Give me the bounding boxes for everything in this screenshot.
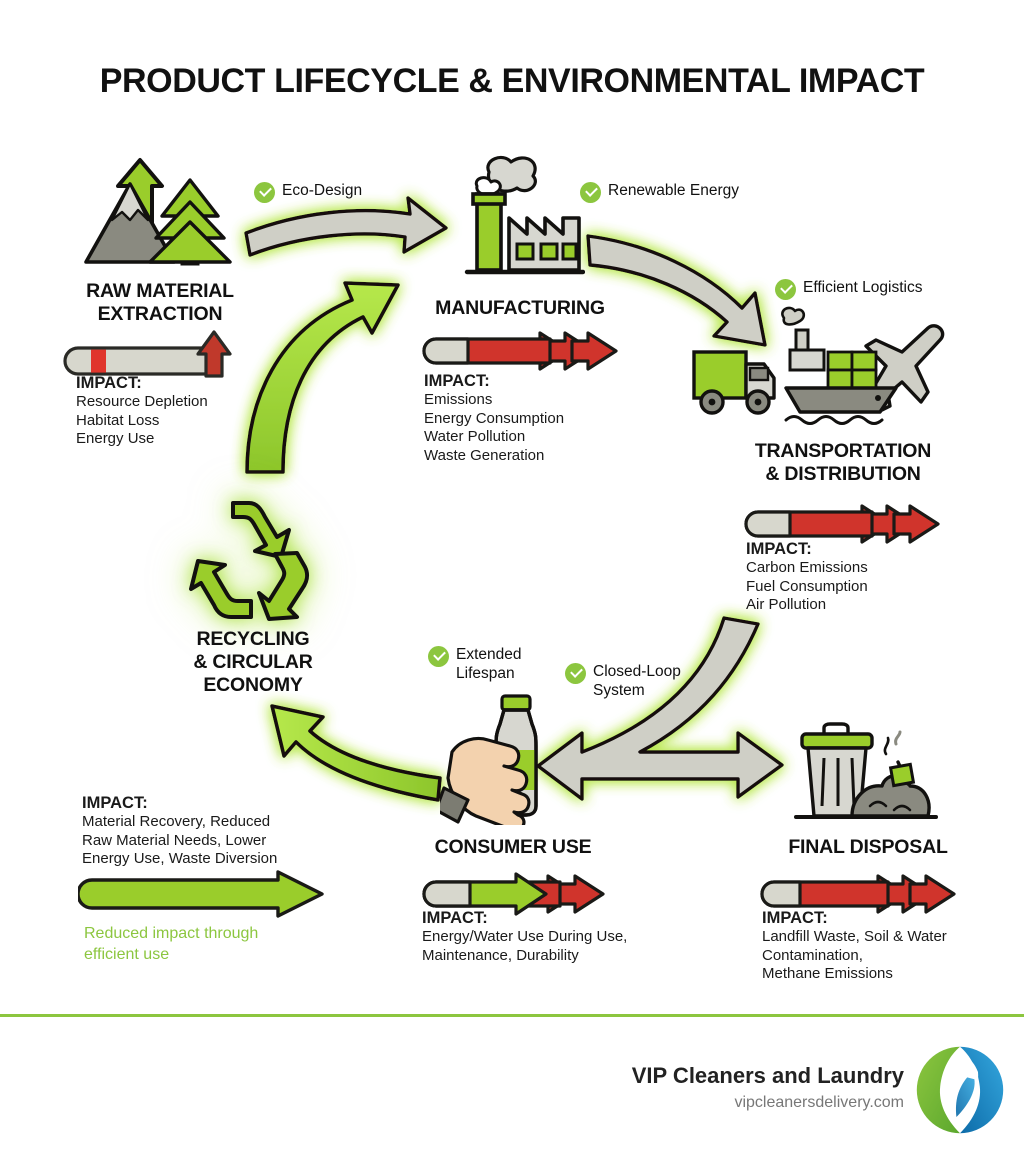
arrow-transportation-to-consumer-and-disposal: [536, 616, 784, 801]
final-disposal-icon: [794, 722, 938, 819]
impact-items: Carbon Emissions Fuel Consumption Air Po…: [746, 559, 868, 613]
impact-label: IMPACT:: [424, 372, 490, 390]
hand-icon: [440, 736, 531, 825]
benefit-eco-design[interactable]: Eco-Design: [254, 181, 362, 203]
check-circle-icon: [565, 663, 586, 684]
stage-title-manufacturing: MANUFACTURING: [435, 297, 605, 319]
check-circle-icon: [428, 646, 449, 667]
cargo-ship-icon: [784, 328, 898, 425]
impact-meter-raw-material-extraction: [63, 330, 232, 378]
check-circle-icon: [775, 279, 796, 300]
arrow-recycling-to-manufacturing: [245, 281, 400, 474]
impact-label: IMPACT:: [762, 909, 828, 927]
manufacturing-icon: [464, 156, 585, 275]
page-title: PRODUCT LIFECYCLE & ENVIRONMENTAL IMPACT: [99, 62, 925, 100]
arrow-manufacturing-to-transportation: [586, 234, 767, 347]
stage-title-raw-material-extraction: RAW MATERIAL EXTRACTION: [86, 280, 234, 325]
stage-title-consumer-use: CONSUMER USE: [434, 836, 592, 858]
impact-transportation-distribution: IMPACT: Carbon Emissions Fuel Consumptio…: [746, 539, 996, 615]
stage-title-final-disposal: FINAL DISPOSAL: [788, 836, 948, 858]
impact-items: Emissions Energy Consumption Water Pollu…: [424, 391, 565, 464]
impact-meter-final-disposal: [760, 874, 956, 914]
impact-raw-material-extraction: IMPACT: Resource Depletion Habitat Loss …: [76, 373, 306, 449]
benefit-renewable-energy[interactable]: Renewable Energy: [580, 181, 739, 203]
truck-icon: [692, 350, 776, 415]
consumer-use-icon: [440, 694, 538, 825]
impact-consumer-use: IMPACT: Energy/Water Use During Use, Mai…: [422, 908, 712, 965]
recycling-note: Reduced impact through efficient use: [84, 925, 259, 963]
impact-label: IMPACT:: [76, 374, 142, 392]
benefit-label: Renewable Energy: [608, 182, 739, 199]
brand-website: vipcleanersdelivery.com: [734, 1094, 904, 1111]
benefit-label: Extended Lifespan: [456, 646, 522, 682]
impact-meter-transportation: [744, 504, 940, 544]
impact-meter-consumer-use: [422, 872, 605, 916]
brand-logo-icon: [916, 1046, 1004, 1134]
transportation-icon: [692, 306, 945, 425]
impact-label: IMPACT:: [422, 909, 488, 927]
raw-material-icon: [84, 158, 232, 266]
impact-items: Resource Depletion Habitat Loss Energy U…: [76, 393, 208, 447]
impact-items: Material Recovery, Reduced Raw Material …: [82, 813, 278, 867]
check-circle-icon: [254, 182, 275, 203]
recycling-icon: [189, 501, 310, 621]
impact-manufacturing: IMPACT: Emissions Energy Consumption Wat…: [424, 371, 674, 465]
arrow-extraction-to-manufacturing: [244, 196, 448, 257]
footer-divider: [0, 1014, 1024, 1017]
impact-meter-recycling: [78, 870, 324, 918]
impact-meter-manufacturing: [422, 331, 618, 371]
impact-label: IMPACT:: [746, 540, 812, 558]
impact-label: IMPACT:: [82, 794, 148, 812]
benefit-label: Efficient Logistics: [803, 279, 923, 296]
benefit-label: Closed-Loop System: [593, 663, 681, 699]
stage-title-recycling-circular-economy: RECYCLING & CIRCULAR ECONOMY: [193, 628, 313, 696]
brand-name: VIP Cleaners and Laundry: [631, 1063, 904, 1088]
benefit-efficient-logistics[interactable]: Efficient Logistics: [775, 278, 922, 300]
flow-arrows-layer: [244, 196, 784, 802]
stage-title-transportation-distribution: TRANSPORTATION & DISTRIBUTION: [754, 440, 932, 485]
impact-items: Energy/Water Use During Use, Maintenance…: [422, 928, 628, 964]
impact-items: Landfill Waste, Soil & Water Contaminati…: [762, 928, 947, 982]
arrow-consumer-to-recycling: [270, 704, 442, 802]
check-circle-icon: [580, 182, 601, 203]
impact-recycling-circular-economy: IMPACT: Material Recovery, Reduced Raw M…: [82, 793, 372, 869]
benefit-closed-loop-system[interactable]: Closed-Loop System: [565, 662, 681, 700]
impact-final-disposal: IMPACT: Landfill Waste, Soil & Water Con…: [762, 908, 1024, 984]
benefit-label: Eco-Design: [282, 182, 363, 199]
benefit-extended-lifespan[interactable]: Extended Lifespan: [428, 645, 522, 683]
